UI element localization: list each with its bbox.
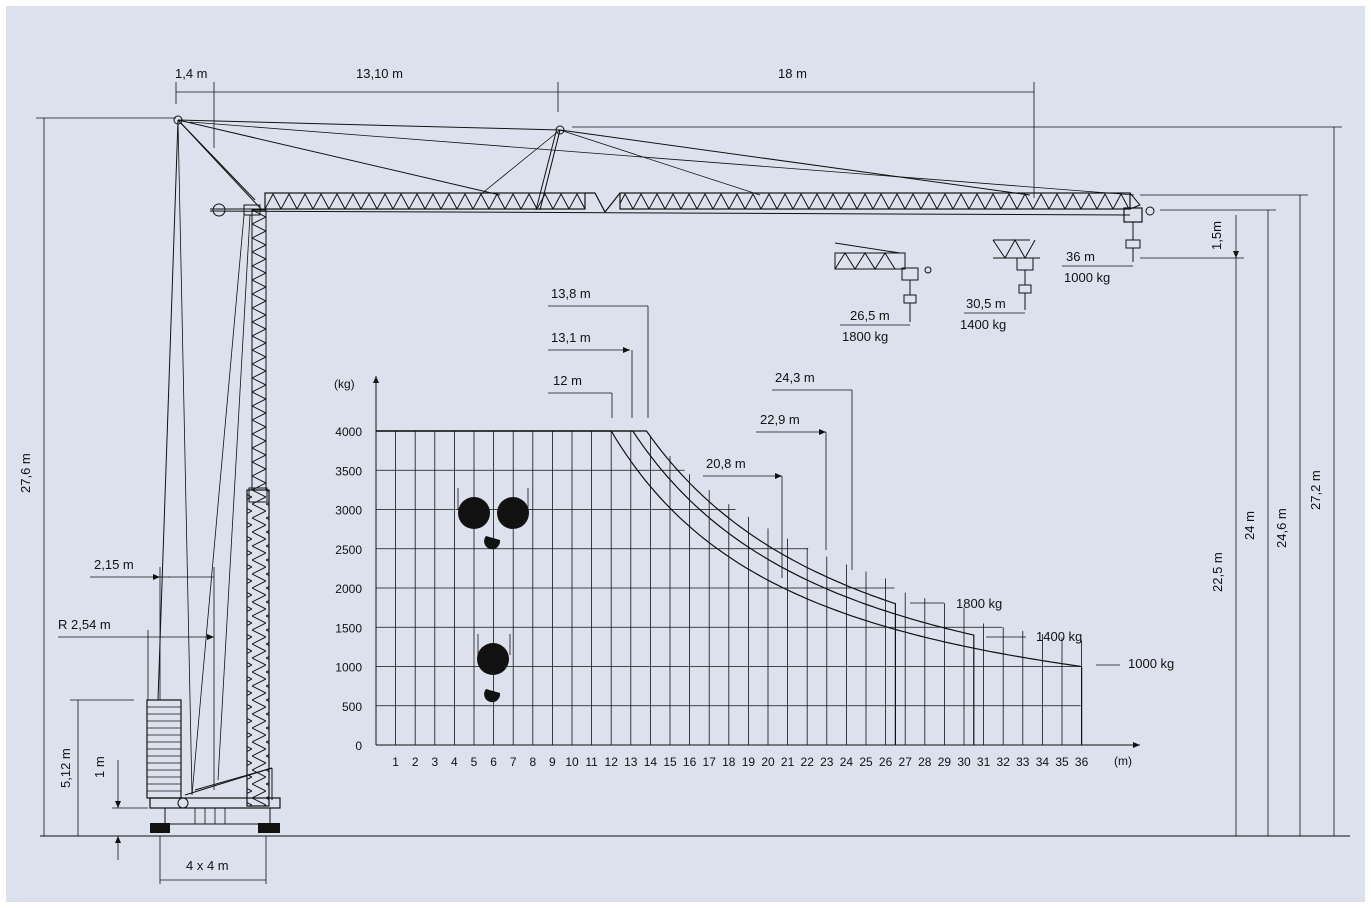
x-tick-label: 5 — [471, 755, 478, 769]
x-tick-label: 12 — [605, 755, 619, 769]
tip-30-5: 30,5 m — [966, 296, 1006, 311]
dim-1: 1 m — [92, 756, 107, 778]
x-tick-label: 18 — [722, 755, 736, 769]
x-tick-label: 36 — [1075, 755, 1089, 769]
x-tick-label: 11 — [585, 755, 598, 769]
chart-grid — [376, 430, 1082, 745]
y-tick-label: 500 — [342, 700, 362, 714]
x-tick-label: 14 — [644, 755, 658, 769]
x-tick-label: 3 — [431, 755, 438, 769]
x-axis-label: (m) — [1114, 754, 1132, 768]
dim-22-5: 22,5 m — [1210, 552, 1225, 592]
trolley-30-5 — [992, 238, 1040, 310]
marker-12: 12 m — [553, 373, 582, 388]
marker-24-3: 24,3 m — [775, 370, 815, 385]
x-tick-label: 4 — [451, 755, 458, 769]
dimension-labels: 1,4 m 13,10 m 18 m 27,6 m 5,12 m 1 m 4 x… — [18, 66, 1323, 873]
dim-24-6: 24,6 m — [1274, 508, 1289, 548]
y-tick-label: 1500 — [335, 621, 362, 635]
x-tick-label: 22 — [801, 755, 815, 769]
x-tick-label: 8 — [529, 755, 536, 769]
tip-36-kg: 1000 kg — [1064, 270, 1110, 285]
x-tick-label: 23 — [820, 755, 834, 769]
y-tick-label: 2000 — [335, 582, 362, 596]
crane-drawing: 1,4 m 13,10 m 18 m 27,6 m 5,12 m 1 m 4 x… — [18, 66, 1350, 884]
tip-30-5-kg: 1400 kg — [960, 317, 1006, 332]
x-tick-label: 27 — [899, 755, 913, 769]
series-curve-0 — [376, 430, 896, 745]
series-curve-2 — [376, 430, 1083, 745]
y-tick-label: 3000 — [335, 504, 362, 518]
x-tick-label: 28 — [918, 755, 932, 769]
x-tick-label: 17 — [703, 755, 717, 769]
double-hook-icon — [457, 488, 529, 550]
marker-22-9: 22,9 m — [760, 412, 800, 427]
dim-27-2: 27,2 m — [1308, 470, 1323, 510]
x-tick-label: 26 — [879, 755, 893, 769]
tip-26-5: 26,5 m — [850, 308, 890, 323]
x-tick-label: 19 — [742, 755, 756, 769]
x-tick-label: 35 — [1055, 755, 1069, 769]
trolley-26-5 — [834, 242, 932, 322]
tip-36: 36 m — [1066, 249, 1095, 264]
y-tick-label: 4000 — [335, 425, 362, 439]
x-tick-label: 13 — [624, 755, 638, 769]
x-tick-label: 24 — [840, 755, 854, 769]
series-label-1400: 1400 kg — [1036, 629, 1082, 644]
dim-1-4: 1,4 m — [175, 66, 208, 81]
x-tick-label: 7 — [510, 755, 517, 769]
y-tick-label: 1000 — [335, 661, 362, 675]
marker-20-8: 20,8 m — [706, 456, 746, 471]
single-hook-icon — [477, 634, 511, 703]
dim-13-10: 13,10 m — [356, 66, 403, 81]
x-tick-label: 20 — [761, 755, 775, 769]
y-tick-label: 2500 — [335, 543, 362, 557]
marker-13-8: 13,8 m — [551, 286, 591, 301]
dim-5-12: 5,12 m — [58, 748, 73, 788]
crane-diagram: 1,4 m 13,10 m 18 m 27,6 m 5,12 m 1 m 4 x… — [6, 6, 1365, 902]
dim-1-5: 1,5m — [1209, 221, 1224, 250]
x-tick-label: 21 — [781, 755, 795, 769]
crane — [146, 115, 1155, 833]
y-tick-label: 0 — [355, 739, 362, 753]
dimension-lines — [36, 82, 1350, 884]
series-curve-1 — [376, 430, 975, 745]
series-label-1000: 1000 kg — [1128, 656, 1174, 671]
x-tick-label: 10 — [565, 755, 579, 769]
x-tick-label: 34 — [1036, 755, 1050, 769]
x-tick-label: 31 — [977, 755, 991, 769]
dim-27-6: 27,6 m — [18, 453, 33, 493]
tip-26-5-kg: 1800 kg — [842, 329, 888, 344]
x-tick-label: 6 — [490, 755, 497, 769]
dim-r-2-54: R 2,54 m — [58, 617, 111, 632]
series-label-1800: 1800 kg — [956, 596, 1002, 611]
dim-2-15: 2,15 m — [94, 557, 134, 572]
x-tick-label: 1 — [392, 755, 399, 769]
x-tick-label: 25 — [859, 755, 873, 769]
y-axis-label: (kg) — [334, 377, 355, 391]
x-tick-label: 30 — [957, 755, 971, 769]
dim-18: 18 m — [778, 66, 807, 81]
x-tick-label: 16 — [683, 755, 697, 769]
tower-tie — [157, 119, 179, 701]
x-tick-label: 15 — [663, 755, 677, 769]
x-tick-label: 29 — [938, 755, 952, 769]
chart-curves — [376, 430, 1083, 745]
x-tick-label: 33 — [1016, 755, 1030, 769]
x-tick-label: 9 — [549, 755, 556, 769]
x-tick-label: 32 — [997, 755, 1011, 769]
dim-24: 24 m — [1242, 511, 1257, 540]
marker-13-1: 13,1 m — [551, 330, 591, 345]
y-tick-label: 3500 — [335, 464, 362, 478]
dim-base: 4 x 4 m — [186, 858, 229, 873]
x-tick-label: 2 — [412, 755, 419, 769]
